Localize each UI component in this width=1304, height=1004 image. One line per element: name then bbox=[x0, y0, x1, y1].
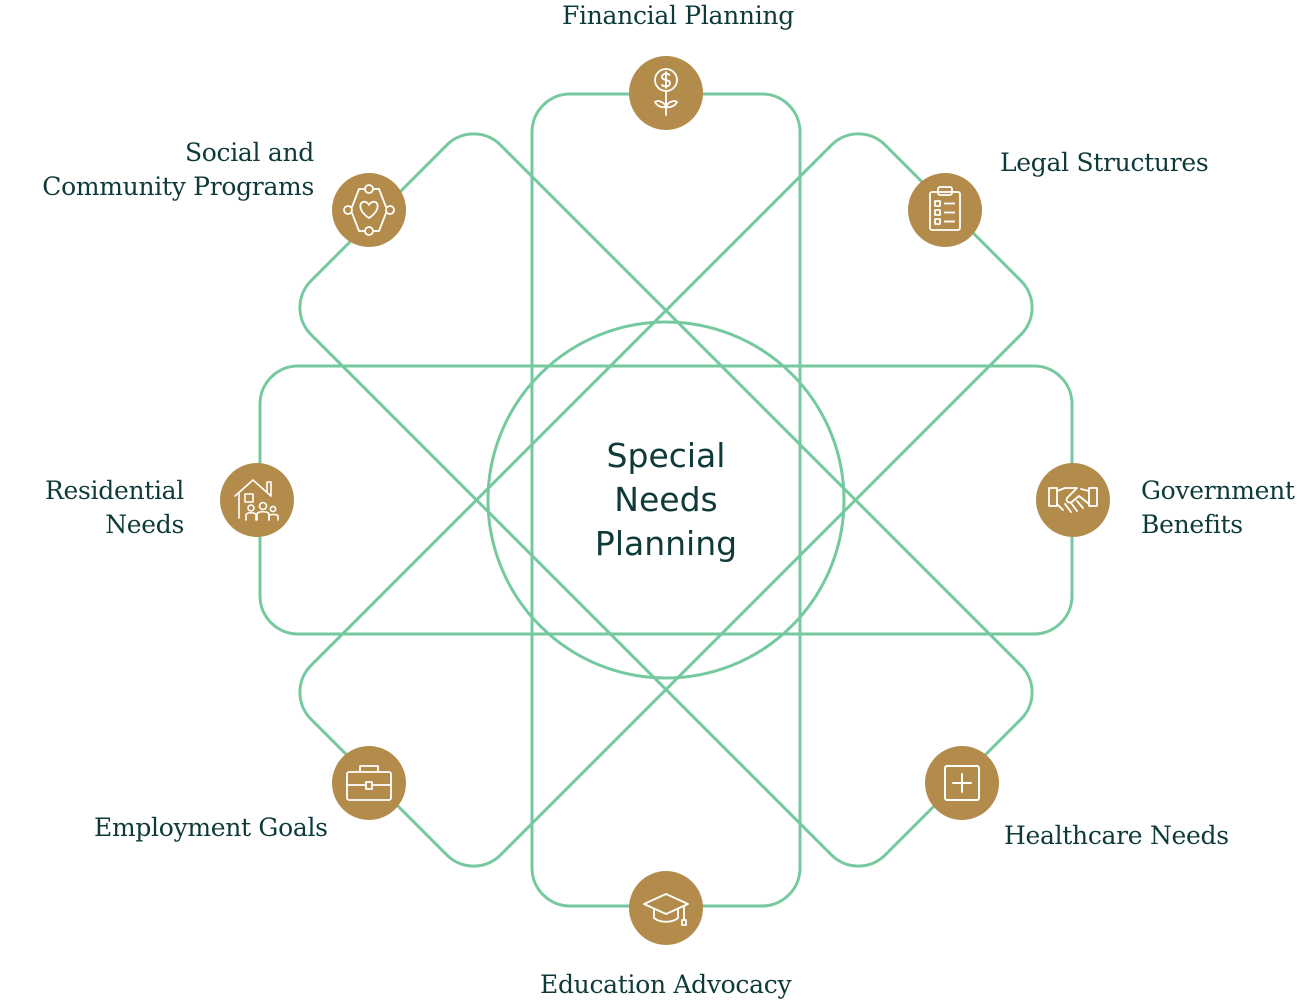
label-line: Needs bbox=[105, 510, 184, 539]
house-family-icon bbox=[234, 479, 279, 521]
label-line: Education Advocacy bbox=[540, 970, 792, 999]
node-healthcare[interactable] bbox=[925, 746, 999, 820]
node-education[interactable] bbox=[629, 871, 703, 945]
label-government: Government Benefits bbox=[1141, 474, 1295, 542]
node-legal[interactable] bbox=[908, 173, 982, 247]
label-legal: Legal Structures bbox=[1000, 146, 1209, 180]
label-education: Education Advocacy bbox=[540, 968, 792, 1002]
clipboard-checklist-icon bbox=[929, 186, 961, 231]
label-line: Benefits bbox=[1141, 510, 1243, 539]
label-social: Social and Community Programs bbox=[42, 136, 314, 204]
center-title-line: Special bbox=[606, 436, 726, 475]
label-line: Employment Goals bbox=[94, 813, 328, 842]
label-line: Community Programs bbox=[42, 172, 314, 201]
label-financial: Financial Planning bbox=[562, 0, 794, 33]
briefcase-icon bbox=[346, 765, 392, 801]
center-circle bbox=[486, 320, 846, 680]
label-line: Healthcare Needs bbox=[1004, 821, 1229, 850]
community-network-icon bbox=[343, 184, 395, 236]
node-social[interactable] bbox=[332, 173, 406, 247]
label-residential: Residential Needs bbox=[45, 474, 184, 542]
center-title-line: Needs bbox=[614, 480, 718, 519]
center-title-line: Planning bbox=[594, 524, 738, 563]
label-line: Social and bbox=[184, 138, 314, 167]
money-plant-icon bbox=[654, 68, 678, 116]
label-employment: Employment Goals bbox=[94, 811, 328, 845]
label-line: Residential bbox=[45, 476, 184, 505]
label-line: Financial Planning bbox=[562, 1, 794, 30]
graduation-cap-icon bbox=[643, 893, 689, 926]
center-title: Special Needs Planning bbox=[566, 434, 766, 566]
label-line: Government bbox=[1141, 476, 1295, 505]
node-employment[interactable] bbox=[332, 746, 406, 820]
node-residential[interactable] bbox=[220, 463, 294, 537]
medical-cross-icon bbox=[944, 765, 980, 801]
label-healthcare: Healthcare Needs bbox=[1004, 819, 1229, 853]
node-financial[interactable] bbox=[629, 56, 703, 130]
label-line: Legal Structures bbox=[1000, 148, 1209, 177]
node-group bbox=[220, 56, 1110, 945]
handshake-icon bbox=[1048, 487, 1098, 513]
node-government[interactable] bbox=[1036, 463, 1110, 537]
